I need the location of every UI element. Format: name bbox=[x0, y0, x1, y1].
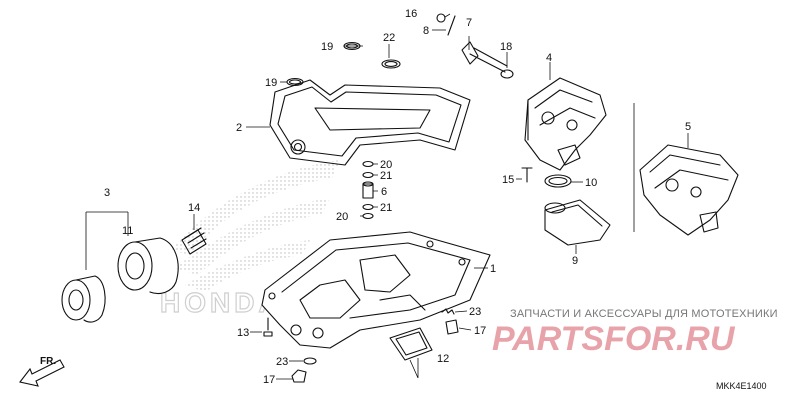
label-15: 15 bbox=[502, 174, 514, 186]
label-11: 11 bbox=[122, 225, 133, 237]
filter-element-3 bbox=[61, 275, 106, 323]
label-21-lower: 21 bbox=[380, 202, 392, 214]
washer-18 bbox=[500, 69, 514, 79]
plug-17-right bbox=[445, 319, 459, 335]
pump-shaft-gear-7 bbox=[461, 41, 508, 73]
bolt-15 bbox=[521, 167, 533, 183]
oil-filter-11 bbox=[117, 237, 179, 295]
store-logo-watermark: PARTSFOR.RU bbox=[492, 320, 736, 358]
label-9: 9 bbox=[572, 255, 578, 267]
label-5: 5 bbox=[685, 121, 691, 133]
label-19-left: 19 bbox=[265, 77, 277, 89]
oil-pan-gasket bbox=[269, 79, 471, 166]
label-18: 18 bbox=[500, 41, 512, 53]
oil-pump-5 bbox=[639, 144, 739, 236]
drain-bolt-17-bottom bbox=[291, 369, 307, 383]
label-1: 1 bbox=[490, 263, 496, 275]
leader-lines bbox=[193, 13, 689, 380]
label-21-top: 21 bbox=[380, 170, 392, 182]
oil-strainer-9 bbox=[544, 199, 611, 246]
front-direction-indicator: FR. bbox=[19, 356, 65, 387]
label-4: 4 bbox=[546, 52, 552, 64]
label-10: 10 bbox=[585, 177, 597, 189]
honda-wing-watermark: HONDA bbox=[159, 160, 340, 319]
label-2: 2 bbox=[236, 122, 242, 134]
pin-8 bbox=[447, 15, 456, 36]
honda-watermark-text: HONDA bbox=[160, 287, 283, 318]
part-labels: 1 2 3 4 5 6 7 8 9 10 11 12 13 14 15 16 1… bbox=[104, 8, 691, 386]
gasket-12 bbox=[389, 327, 433, 361]
label-7: 7 bbox=[466, 17, 472, 29]
oil-pan bbox=[261, 231, 491, 349]
label-6: 6 bbox=[381, 186, 387, 198]
label-20-lower: 20 bbox=[336, 211, 348, 223]
bolt-13 bbox=[263, 317, 273, 337]
front-label: FR. bbox=[40, 356, 56, 367]
oil-pump-4 bbox=[524, 77, 607, 171]
o-ring-10 bbox=[544, 174, 572, 188]
bolt-16 bbox=[436, 13, 446, 23]
washer-23-bottom bbox=[303, 357, 317, 365]
o-ring-22 bbox=[381, 59, 401, 69]
label-20-top: 20 bbox=[380, 159, 392, 171]
collar-stack bbox=[362, 160, 374, 220]
label-17-bottom: 17 bbox=[263, 374, 275, 386]
label-23-right: 23 bbox=[469, 306, 481, 318]
label-19-top: 19 bbox=[321, 41, 333, 53]
store-tagline-watermark: ЗАПЧАСТИ И АКСЕССУАРЫ ДЛЯ МОТОТЕХНИКИ bbox=[510, 308, 778, 320]
label-17-right: 17 bbox=[474, 325, 486, 337]
label-13: 13 bbox=[237, 327, 249, 339]
label-14: 14 bbox=[188, 202, 200, 214]
spring-23-right bbox=[441, 308, 455, 315]
label-8: 8 bbox=[423, 25, 429, 37]
label-3: 3 bbox=[104, 187, 110, 199]
front-arrow-icon bbox=[19, 359, 65, 387]
label-23-bottom: 23 bbox=[276, 356, 288, 368]
fitting-14 bbox=[181, 227, 207, 255]
label-16: 16 bbox=[405, 8, 417, 20]
label-12: 12 bbox=[437, 353, 449, 365]
label-22: 22 bbox=[383, 32, 395, 44]
diagram-code: MKK4E1400 bbox=[716, 381, 767, 391]
